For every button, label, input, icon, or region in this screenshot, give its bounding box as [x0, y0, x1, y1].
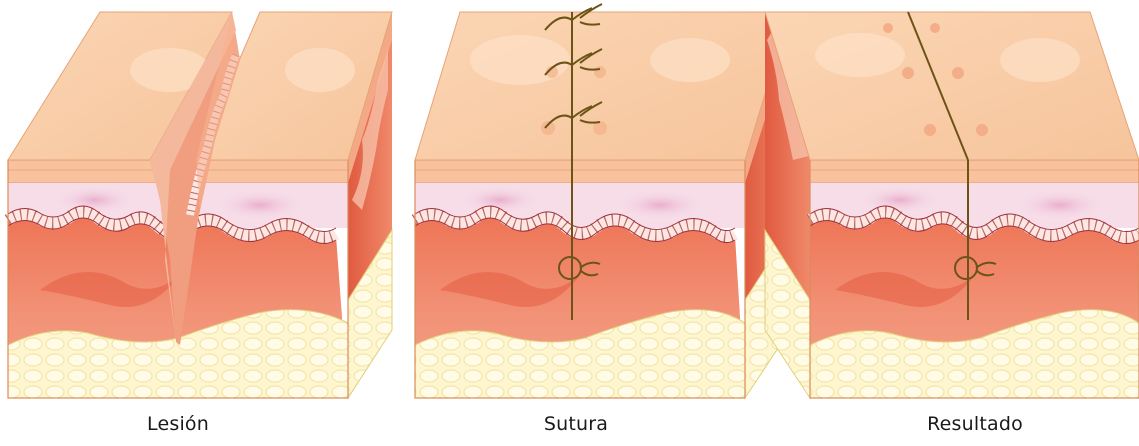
- caption-lesion: Lesión: [58, 413, 298, 435]
- caption-sutura: Sutura: [456, 413, 696, 435]
- lesion-block: [8, 12, 392, 398]
- caption-resultado: Resultado: [855, 413, 1095, 435]
- sutura-block: [415, 4, 790, 398]
- resultado-block: [765, 12, 1139, 398]
